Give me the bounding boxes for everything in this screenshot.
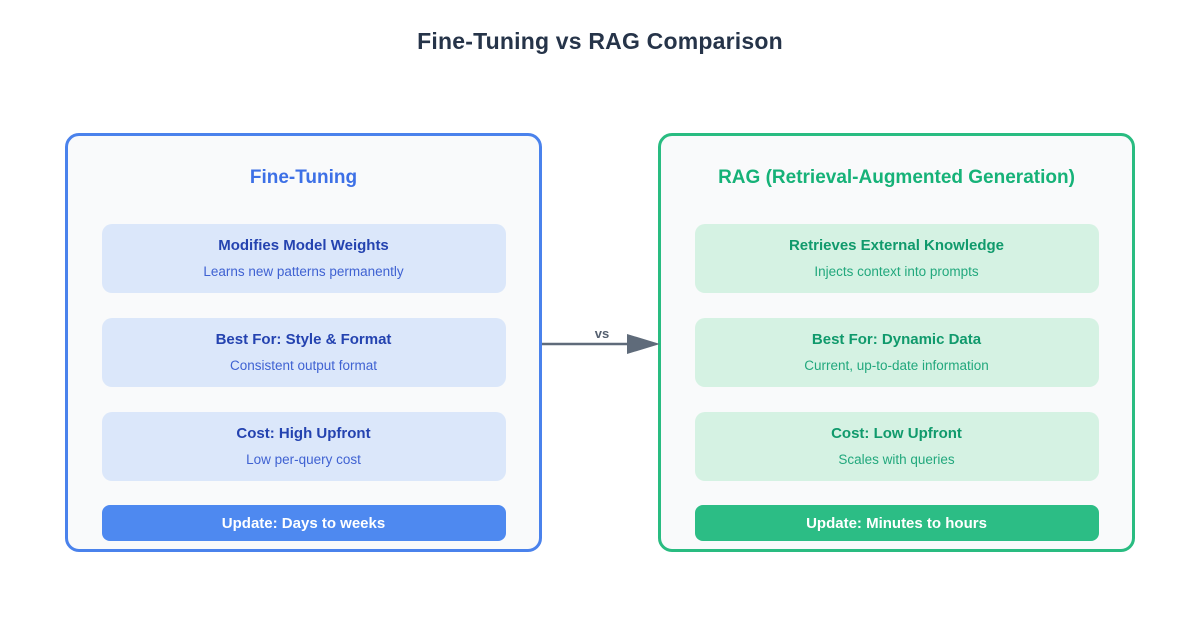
fine-tuning-card-best-for: Best For: Style & Format Consistent outp… [101,318,506,387]
vs-connector-label: vs [594,326,610,341]
card-heading: Cost: High Upfront [236,425,371,442]
card-heading: Best For: Dynamic Data [811,331,982,348]
fine-tuning-panel: Fine-Tuning Modifies Model Weights Learn… [65,133,542,552]
fine-tuning-update-pill: Update: Days to weeks [101,505,506,541]
card-heading: Modifies Model Weights [218,237,389,254]
rag-card-best-for: Best For: Dynamic Data Current, up-to-da… [694,318,1099,387]
rag-update-pill: Update: Minutes to hours [694,505,1099,541]
card-heading: Best For: Style & Format [215,331,392,348]
rag-card-knowledge: Retrieves External Knowledge Injects con… [694,224,1099,293]
card-detail: Scales with queries [838,452,955,467]
right-arrow-icon [542,334,660,354]
card-heading: Cost: Low Upfront [831,425,962,442]
rag-panel: RAG (Retrieval-Augmented Generation) Ret… [658,133,1135,552]
rag-panel-title: RAG (Retrieval-Augmented Generation) [718,167,1075,188]
fine-tuning-panel-title: Fine-Tuning [249,167,358,188]
card-detail: Injects context into prompts [814,264,979,279]
card-detail: Current, up-to-date information [804,358,989,373]
fine-tuning-card-weights: Modifies Model Weights Learns new patter… [101,224,506,293]
rag-card-cost: Cost: Low Upfront Scales with queries [694,412,1099,481]
card-heading: Retrieves External Knowledge [788,237,1005,254]
page-title: Fine-Tuning vs RAG Comparison [417,28,783,54]
fine-tuning-card-cost: Cost: High Upfront Low per-query cost [101,412,506,481]
card-detail: Consistent output format [229,358,378,373]
card-detail: Low per-query cost [246,452,361,467]
card-detail: Learns new patterns permanently [203,264,404,279]
